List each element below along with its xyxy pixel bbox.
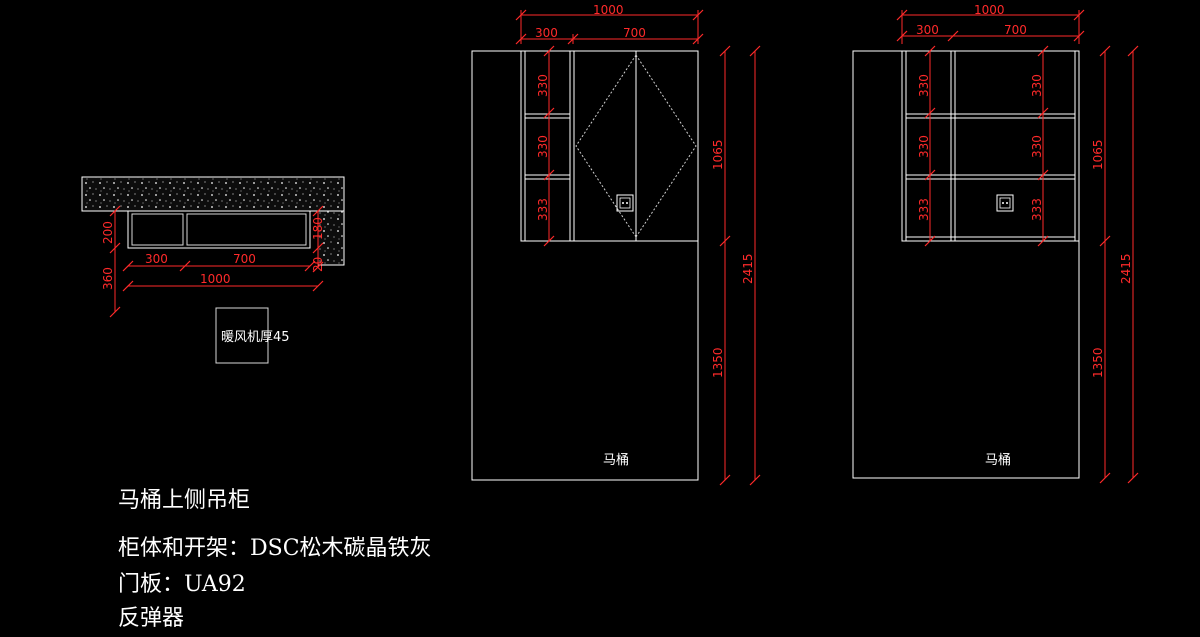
- plan-dim-tick: [179, 260, 191, 272]
- cabinet-plan-outline: [127, 210, 311, 249]
- elev-b-dim-tick: [1037, 235, 1049, 247]
- elev-a-dim-s1: 330: [536, 74, 550, 97]
- elev-b-dim-s3r: 333: [1030, 198, 1044, 221]
- elev-b-dim-s2r: 330: [1030, 135, 1044, 158]
- elev-b-dim-tick: [1037, 45, 1049, 57]
- plan-dim-tick: [312, 242, 324, 254]
- elev-b-dim-s2: 330: [917, 135, 931, 158]
- elev-b-dim-tick: [1099, 472, 1111, 484]
- elev-b-cabinet-outline: [901, 50, 1080, 242]
- elev-b-dim-tick: [1099, 235, 1111, 247]
- plan-dim-tick: [109, 306, 121, 318]
- heater-label: 暖风机厚45: [221, 330, 290, 345]
- socket-icon: [616, 194, 634, 212]
- elev-b-dim-2415: 2415: [1119, 253, 1133, 284]
- elev-b-dim-tick: [947, 30, 959, 42]
- elev-a-dim-tick: [749, 474, 761, 486]
- elev-a-door-swing-left: [575, 54, 637, 238]
- elev-b-dim-700: 700: [1004, 23, 1027, 37]
- plan-dim-1000: 1000: [200, 272, 231, 286]
- elev-a-dim-tick: [543, 45, 555, 57]
- plan-dim-tick: [109, 242, 121, 254]
- elev-a-dim-tick: [749, 45, 761, 57]
- plan-dim-tick: [312, 280, 324, 292]
- elev-b-dim-1065: 1065: [1091, 139, 1105, 170]
- plan-dim-360: 360: [101, 267, 115, 290]
- elev-a-dim-tick: [719, 474, 731, 486]
- elev-b-dim-1350: 1350: [1091, 347, 1105, 378]
- elev-b-dim-tick: [924, 45, 936, 57]
- elev-a-dim-tick: [692, 33, 704, 45]
- note-door: 门板：UA92: [118, 572, 246, 597]
- plan-dim-tick: [312, 261, 324, 273]
- elev-b-dim-1000: 1000: [974, 3, 1005, 17]
- elev-b-dim-tick: [1037, 169, 1049, 181]
- note-title: 马桶上侧吊柜: [118, 488, 251, 513]
- elev-b-dim-tick: [1037, 107, 1049, 119]
- elev-b-toilet-label: 马桶: [985, 453, 1011, 468]
- elev-a-dim-tick: [719, 235, 731, 247]
- elev-b-dim-tick: [924, 235, 936, 247]
- plan-dim-tick: [304, 260, 316, 272]
- note-hardware: 反弹器: [118, 606, 185, 631]
- elev-a-dim-tick: [543, 107, 555, 119]
- elevation-b: 马桶 1000 300 700 330 330 333 330 330 333: [852, 3, 1139, 484]
- elev-a-dim-300: 300: [535, 26, 558, 40]
- elev-a-door-swing-right: [635, 54, 697, 238]
- elev-a-dim-1000: 1000: [593, 3, 624, 17]
- socket-icon: [996, 194, 1014, 212]
- plan-dim-tick: [312, 205, 324, 217]
- elev-a-cabinet-outline: [520, 50, 699, 242]
- elev-a-dim-2415: 2415: [741, 253, 755, 284]
- elev-b-dim-300: 300: [916, 23, 939, 37]
- plan-dim-20: 20: [311, 257, 325, 272]
- plan-dim-tick: [122, 280, 134, 292]
- elev-a-wall-outline: [471, 50, 699, 481]
- elev-b-dim-tick: [896, 30, 908, 42]
- elev-b-dim-tick: [1073, 30, 1085, 42]
- plan-dim-tick: [109, 205, 121, 217]
- elev-b-dim-s1: 330: [917, 74, 931, 97]
- elevation-a: 马桶 1000 300 700 330 330 333 1065 1350: [471, 3, 761, 486]
- cabinet-plan-right-bay: [186, 213, 307, 246]
- elev-a-dim-tick: [515, 33, 527, 45]
- elev-b-dim-tick: [1127, 472, 1139, 484]
- elev-b-dim-s1r: 330: [1030, 74, 1044, 97]
- plan-dim-200: 200: [101, 221, 115, 244]
- plan-view: 200 360 180 20 300 700 1000 暖风机厚45: [81, 176, 345, 364]
- elev-b-dim-tick: [1099, 45, 1111, 57]
- elev-a-dim-s2: 330: [536, 135, 550, 158]
- plan-dim-180: 180: [311, 217, 325, 240]
- elev-a-dim-s3: 333: [536, 198, 550, 221]
- elev-a-dim-tick: [543, 235, 555, 247]
- heater-box: [215, 307, 269, 364]
- plan-dim-300: 300: [145, 252, 168, 266]
- cabinet-plan-left-bay: [131, 213, 184, 246]
- elev-a-toilet-label: 马桶: [603, 453, 629, 468]
- elev-a-dim-700: 700: [623, 26, 646, 40]
- elev-a-dim-1065: 1065: [711, 139, 725, 170]
- elev-a-dim-tick: [543, 169, 555, 181]
- elev-a-dim-1350: 1350: [711, 347, 725, 378]
- plan-dim-tick: [122, 260, 134, 272]
- elev-b-dim-tick: [924, 169, 936, 181]
- plan-dim-700: 700: [233, 252, 256, 266]
- note-body-material: 柜体和开架：DSC松木碳晶铁灰: [118, 536, 432, 561]
- elev-b-dim-tick: [1127, 45, 1139, 57]
- elev-b-dim-tick: [924, 107, 936, 119]
- elev-b-dim-s3: 333: [917, 198, 931, 221]
- elev-a-dim-tick: [719, 45, 731, 57]
- stone-wall-section: [81, 176, 345, 212]
- elev-b-wall-outline: [852, 50, 1080, 479]
